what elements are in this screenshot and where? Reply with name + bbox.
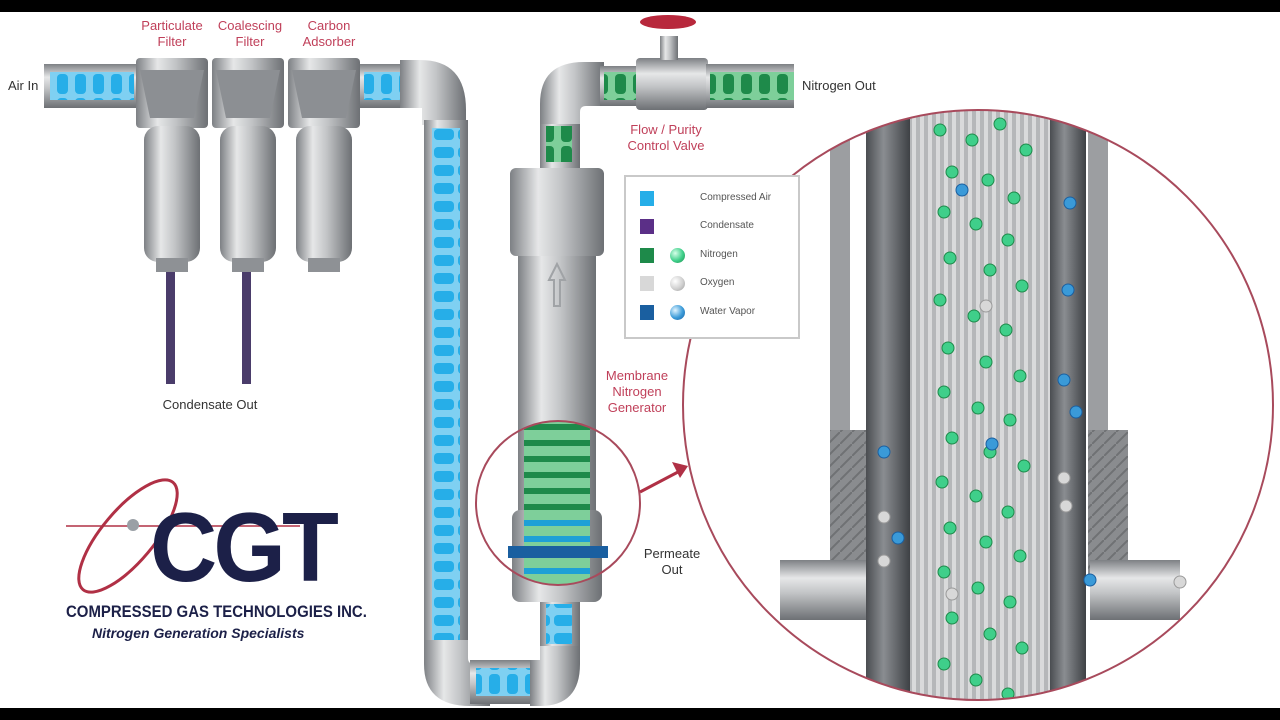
riser-air-flow — [432, 128, 460, 648]
membrane-generator-label: Membrane Nitrogen Generator — [605, 368, 669, 415]
carbon-adsorber-housing — [288, 58, 360, 272]
condensate-hose-2 — [242, 272, 251, 384]
nitrogen-molecule-icon — [670, 248, 685, 263]
flow-arrow-icon — [547, 261, 567, 307]
top-elbow — [400, 60, 466, 125]
carbon-adsorber-label: Carbon Adsorber — [302, 18, 356, 49]
nitrogen-neck-flow — [546, 126, 572, 162]
bottom-letterbox — [0, 708, 1280, 720]
legend-item: Compressed Air — [640, 189, 800, 209]
control-valve-body — [636, 58, 708, 110]
valve-handwheel-icon — [640, 15, 696, 29]
legend-label: Oxygen — [700, 277, 735, 288]
legend-item: Water Vapor — [640, 303, 800, 323]
nitrogen-flow-right — [710, 72, 794, 100]
nitrogen-elbow — [540, 62, 604, 124]
water-vapor-molecules — [877, 183, 1097, 587]
bottom-elbow-right — [530, 640, 580, 706]
zoom-circle-ring — [682, 109, 1274, 701]
compressed-air-swatch — [640, 191, 654, 206]
water-vapor-molecule-icon — [670, 305, 685, 320]
logo-sphere-icon — [127, 519, 139, 531]
legend-label: Water Vapor — [700, 306, 756, 317]
inlet-air-flow — [50, 72, 134, 100]
condensate-out-label: Condensate Out — [162, 397, 258, 412]
legend-label: Compressed Air — [700, 192, 772, 203]
logo-company-name: COMPRESSED GAS TECHNOLOGIES INC. — [66, 602, 367, 621]
bottom-crossover-air — [476, 668, 534, 696]
zoom-arrow — [639, 470, 679, 494]
coalescing-filter-housing — [212, 58, 284, 272]
logo-letters: CGT — [150, 492, 339, 602]
legend-label: Condensate — [700, 220, 754, 231]
membrane-top-cap — [510, 168, 604, 256]
legend: Compressed Air Condensate Nitrogen Oxyge… — [624, 175, 800, 339]
particulate-filter-label: Particulate Filter — [141, 18, 203, 49]
logo-swoosh — [77, 478, 179, 594]
nitrogen-out-label: Nitrogen Out — [802, 78, 876, 93]
oxygen-molecule-icon — [670, 276, 685, 291]
top-letterbox — [0, 0, 1280, 12]
legend-item: Nitrogen — [640, 246, 800, 266]
oxygen-swatch — [640, 276, 654, 291]
nitrogen-swatch — [640, 248, 654, 263]
condensate-swatch — [640, 219, 654, 234]
membrane-section — [508, 421, 608, 585]
filter-outlet-air — [364, 72, 404, 100]
membrane-inlet-air — [546, 604, 572, 644]
legend-label: Nitrogen — [700, 249, 738, 260]
flow-purity-valve-label: Flow / Purity Control Valve — [627, 122, 705, 153]
logo-tagline: Nitrogen Generation Specialists — [92, 625, 305, 641]
control-valve-stem — [660, 36, 678, 60]
condensate-hose-1 — [166, 272, 175, 384]
membrane-magnifier-ring — [475, 420, 641, 586]
zoom-arrow-head-icon — [672, 462, 688, 478]
particulate-filter-housing — [136, 58, 208, 272]
permeate-out-label: Permeate Out — [643, 546, 701, 577]
water-vapor-swatch — [640, 305, 654, 320]
legend-item: Oxygen — [640, 274, 800, 294]
nitrogen-molecules — [933, 117, 1033, 700]
coalescing-filter-label: Coalescing Filter — [217, 18, 283, 49]
nitrogen-flow-left — [604, 72, 638, 100]
legend-item: Condensate — [640, 217, 800, 237]
oxygen-molecules — [877, 299, 1187, 601]
air-in-label: Air In — [8, 78, 39, 93]
